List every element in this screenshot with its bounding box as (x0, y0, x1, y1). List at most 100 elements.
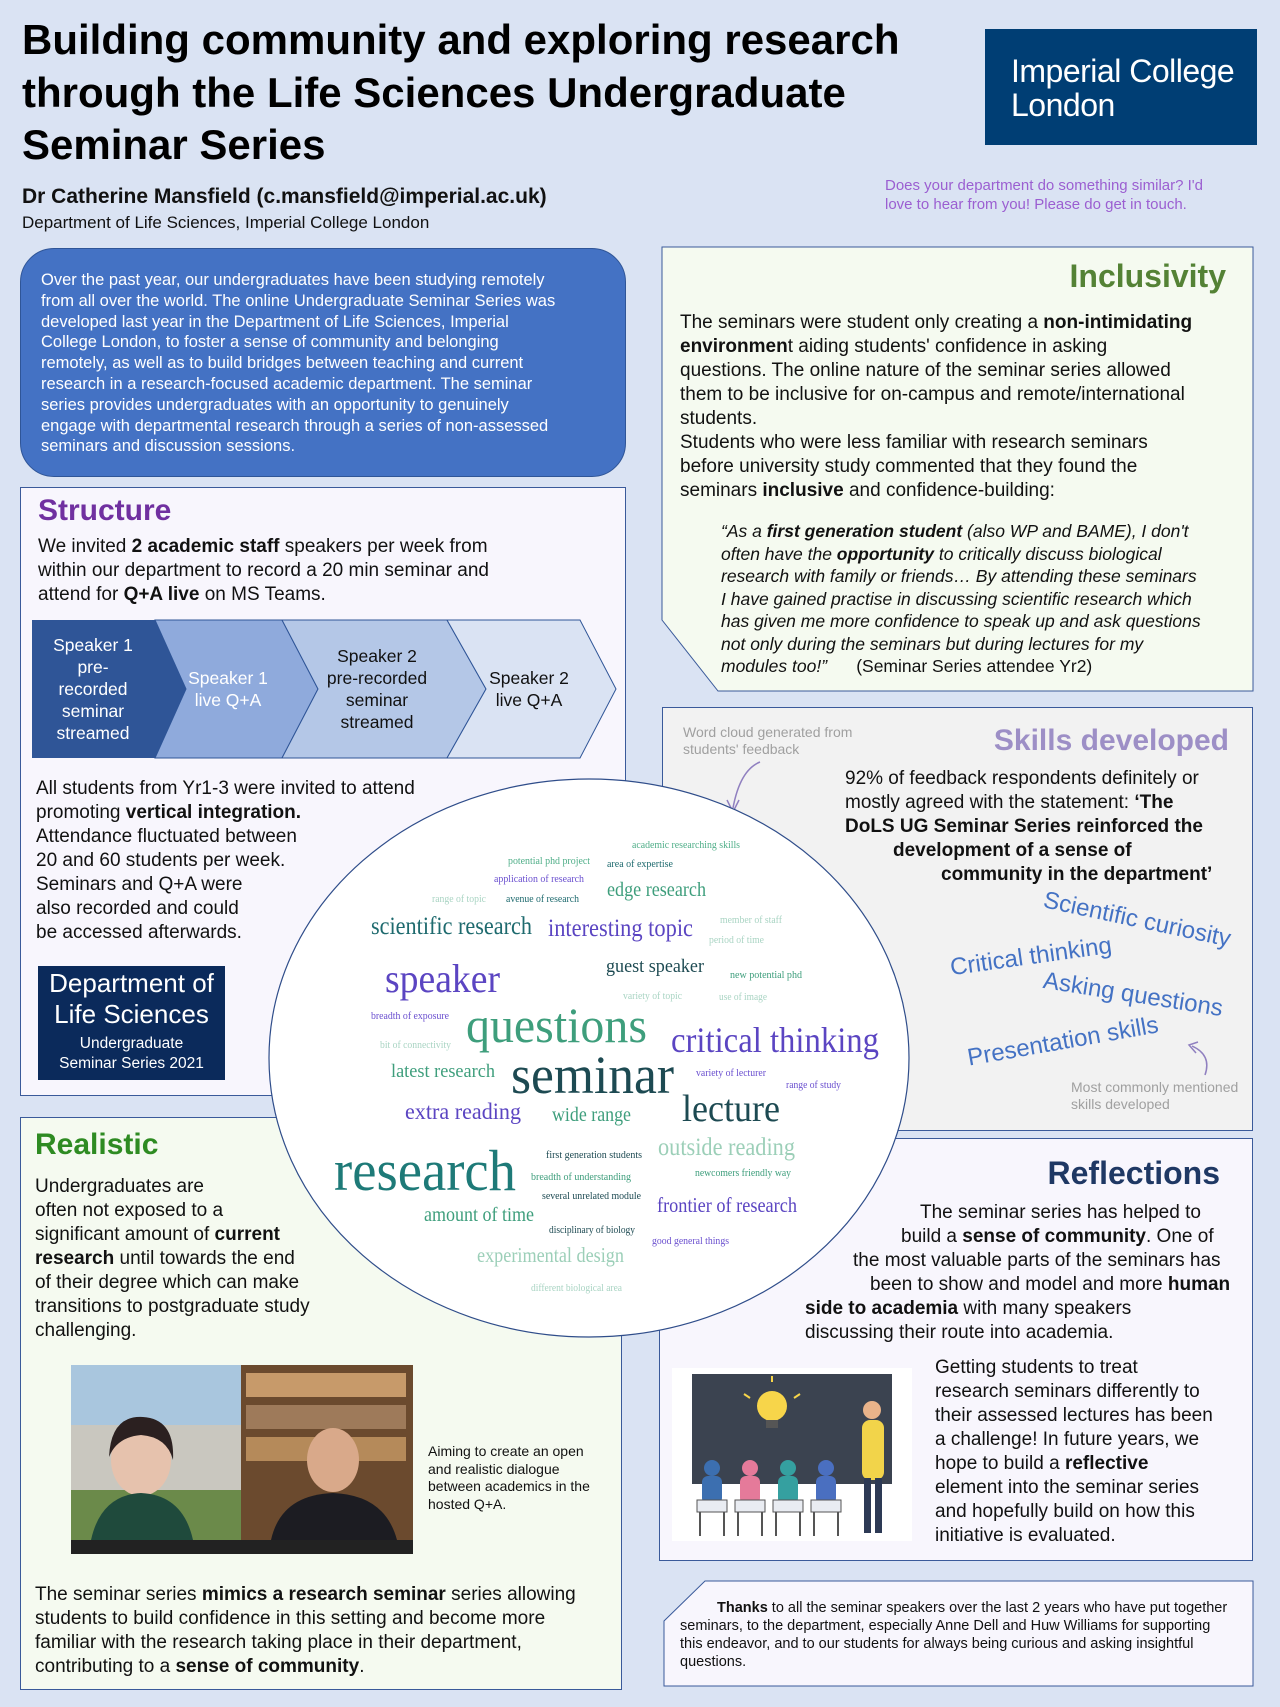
intro-panel (20, 248, 626, 477)
text-run: be accessed afterwards. (36, 922, 242, 943)
text-run: Attendance fluctuated between (36, 826, 297, 847)
text-line: before university study commented that t… (680, 455, 1192, 479)
word-cloud-word: potential phd project (508, 856, 590, 867)
text-run: before university study commented that t… (680, 456, 1138, 477)
text-run: element into the seminar series (935, 1477, 1200, 1498)
text-line: Students who were less familiar with res… (680, 431, 1192, 455)
text-run: discussing their route into academia. (805, 1322, 1114, 1343)
word-cloud-word: avenue of research (506, 894, 579, 905)
text-line: skills developed (1071, 1096, 1238, 1113)
text-run: often not exposed to a (35, 1200, 224, 1221)
word-cloud-word: edge research (607, 879, 706, 901)
text-run: speakers per week from (279, 536, 488, 557)
title-line: Building community and exploring researc… (22, 16, 900, 63)
text-line: Seminars and Q+A were (36, 873, 415, 897)
step-label: Speaker 1 pre- recorded seminar streamed (53, 635, 133, 743)
text-run: opportunity (836, 543, 934, 564)
text-run: seminars and discussion sessions. (41, 437, 296, 456)
text-run: . One of (1146, 1226, 1214, 1247)
text-run: (Seminar Series attendee Yr2) (827, 656, 1093, 676)
inclusivity-heading: Inclusivity (1069, 258, 1227, 294)
word-cloud-word: area of expertise (607, 859, 674, 870)
text-line: questions. The online nature of the semi… (680, 359, 1192, 383)
process-chevrons (32, 619, 617, 759)
structure-text-2: All students from Yr1-3 were invited to … (36, 777, 415, 945)
text-run: research in a research-focused academic … (41, 374, 533, 393)
word-cloud-word: different biological area (531, 1283, 623, 1294)
step-label: Speaker 2 live Q+A (489, 668, 569, 710)
text-line: 92% of feedback respondents definitely o… (845, 767, 1212, 791)
text-line: community in the department’ (845, 863, 1212, 887)
text-line: students' feedback (683, 741, 852, 758)
word-cloud-word: application of research (494, 874, 584, 885)
text-line: often have the opportunity to critically… (721, 543, 1201, 566)
text-run: All students from Yr1-3 were invited to … (36, 778, 415, 799)
text-run: “As a (721, 521, 767, 541)
text-run: from all over the world. The online Unde… (41, 291, 556, 310)
text-run: between academics in the (428, 1478, 590, 1494)
text-run: non-intimidating (1043, 312, 1193, 333)
poster-title: Building community and exploring researc… (22, 14, 900, 172)
text-run: series provides undergraduates with an o… (41, 395, 509, 414)
word-cloud-word: range of study (786, 1080, 841, 1091)
text-line: Over the past year, our undergraduates h… (41, 270, 555, 291)
word-cloud-word: outside reading (658, 1134, 795, 1161)
text-line: research with family or friends… By atte… (721, 565, 1201, 588)
text-line: of their degree which can make (35, 1271, 310, 1295)
author: Dr Catherine Mansfield (c.mansfield@impe… (22, 185, 547, 208)
note-line: love to hear from you! Please do get in … (885, 196, 1187, 213)
imperial-logo: Imperial College London (985, 29, 1257, 145)
text-run: transitions to postgraduate study (35, 1296, 310, 1317)
text-line: build a sense of community. One of (805, 1225, 1230, 1249)
text-line: and hopefully build on how this (935, 1500, 1213, 1524)
word-cloud-word: wide range (552, 1104, 631, 1126)
text-line: transitions to postgraduate study (35, 1295, 310, 1319)
realistic-text-2: The seminar series mimics a research sem… (35, 1583, 576, 1679)
text-run: challenging. (35, 1320, 137, 1341)
text-run: attend for (38, 584, 124, 605)
text-run: initiative is evaluated. (935, 1525, 1116, 1546)
step-label: Speaker 1 live Q+A (188, 668, 268, 710)
word-cloud-word: academic researching skills (632, 840, 740, 851)
text-run: the most valuable parts of the seminars … (853, 1250, 1221, 1271)
text-run: questions. The online nature of the semi… (680, 360, 1171, 381)
skills-text: 92% of feedback respondents definitely o… (845, 767, 1212, 887)
text-run: ‘The (1134, 792, 1174, 813)
text-run: We invited (38, 536, 132, 557)
logo-line: London (1011, 87, 1115, 123)
thanks-text: Thanks to all the seminar speakers over … (680, 1599, 1227, 1671)
text-line: research until towards the end (35, 1247, 310, 1271)
text-run: series allowing (445, 1584, 576, 1605)
text-run: and confidence-building: (843, 480, 1055, 501)
text-line: their assessed lectures has been (935, 1404, 1213, 1428)
text-run: The seminar series (35, 1584, 202, 1605)
text-line: research seminars differently to (935, 1380, 1213, 1404)
word-cloud-word: first generation students (546, 1150, 642, 1161)
text-run: familiar with the research taking place … (35, 1632, 522, 1653)
word-cloud-word: guest speaker (606, 956, 705, 977)
text-line: environment aiding students' confidence … (680, 335, 1192, 359)
text-run: Thanks (717, 1600, 768, 1616)
word-cloud-word: speaker (385, 956, 500, 1001)
text-run: hope to build a (935, 1453, 1065, 1474)
word-cloud-word: lecture (682, 1088, 780, 1130)
word-cloud-word: research (334, 1138, 516, 1203)
text-line: Thanks to all the seminar speakers over … (680, 1599, 1227, 1617)
logo-line: Life Sciences (54, 999, 209, 1029)
text-run: Students who were less familiar with res… (680, 432, 1148, 453)
text-line: and realistic dialogue (428, 1461, 590, 1479)
dols-seminar-logo: Department of Life Sciences Undergraduat… (38, 966, 225, 1080)
text-run: . (359, 1656, 365, 1677)
text-run: DoLS UG Seminar Series reinforced the (845, 816, 1203, 837)
text-run: engage with departmental research throug… (41, 416, 549, 435)
chevron-step-4 (446, 619, 617, 759)
text-run: significant amount of (35, 1224, 215, 1245)
text-line: Aiming to create an open (428, 1443, 590, 1461)
word-cloud-word: critical thinking (671, 1020, 879, 1060)
text-run: research seminars differently to (935, 1381, 1200, 1402)
text-line: side to academia with many speakers (805, 1297, 1230, 1321)
